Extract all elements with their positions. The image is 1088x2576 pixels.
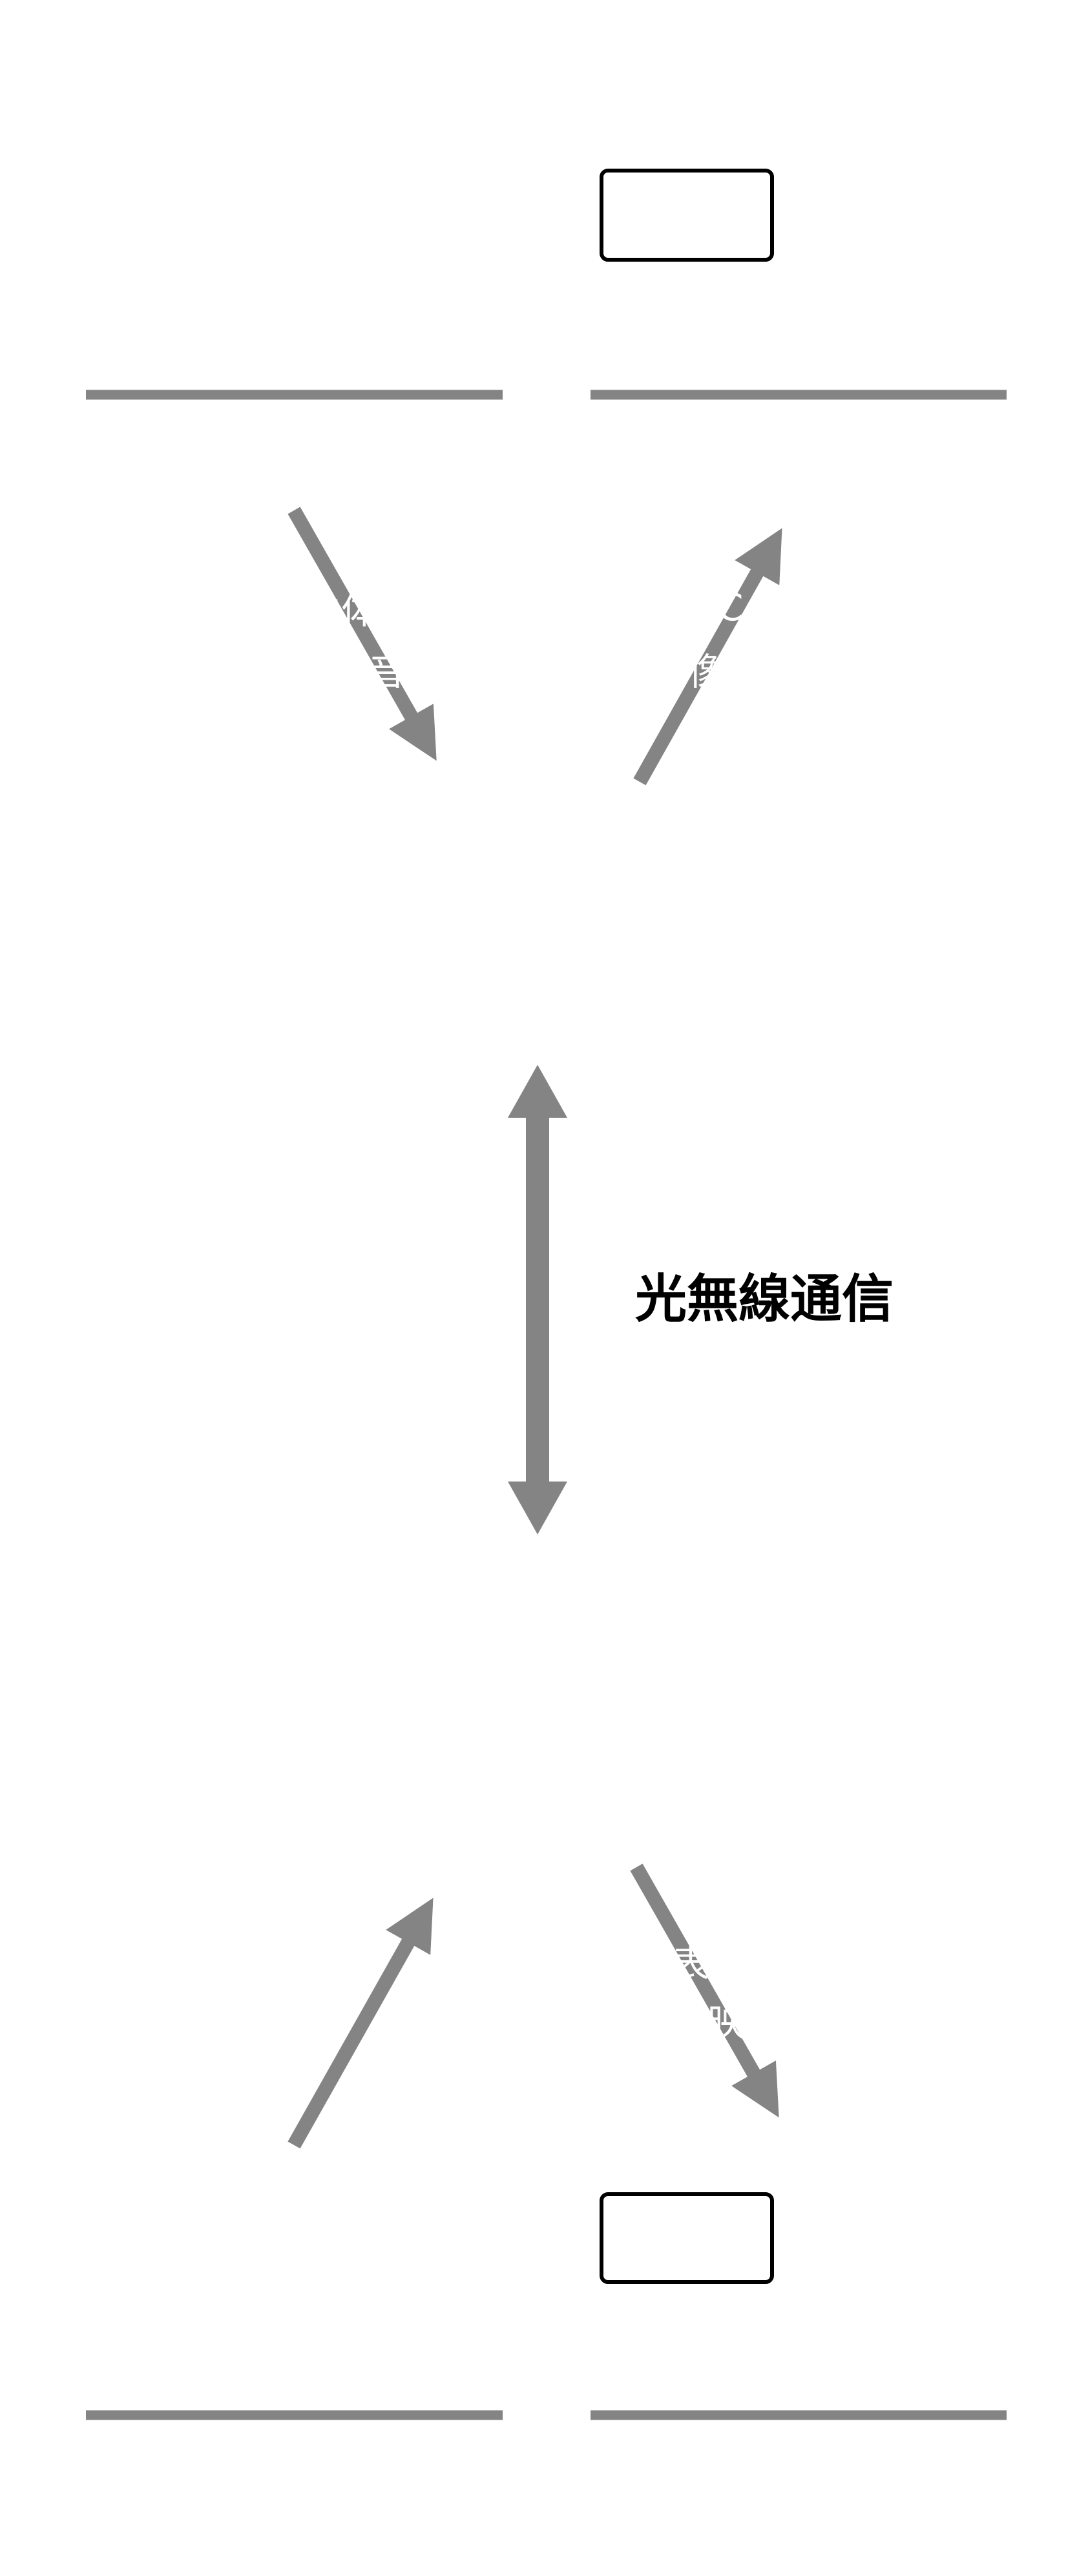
optical-wireless-label: 光無線通信 [635,1268,894,1329]
arrow-label-top-left-1: 生体 [304,589,379,633]
top-device-box [600,169,774,262]
arrow-label-bottom-right-1: 表 [672,1942,709,1986]
optical-link-double-arrow [508,1065,567,1534]
arrow-top-right-up [633,528,782,786]
arrow-top-left-down [288,507,437,761]
bottom-device-box [600,2192,774,2284]
arrow-bottom-left-up [288,1898,434,2149]
arrow-bottom-right-down [630,1863,779,2118]
arrow-label-top-right-1: C [717,585,744,629]
arrow-label-top-right-2: 像 [688,650,726,694]
arrow-label-bottom-left-1: S [330,1939,353,1983]
arrow-label-bottom-right-2: 映 [707,2000,745,2044]
arrow-label-top-left-2: 音 [368,650,406,694]
arrow-label-bottom-left-2: ・ [304,1994,341,2038]
